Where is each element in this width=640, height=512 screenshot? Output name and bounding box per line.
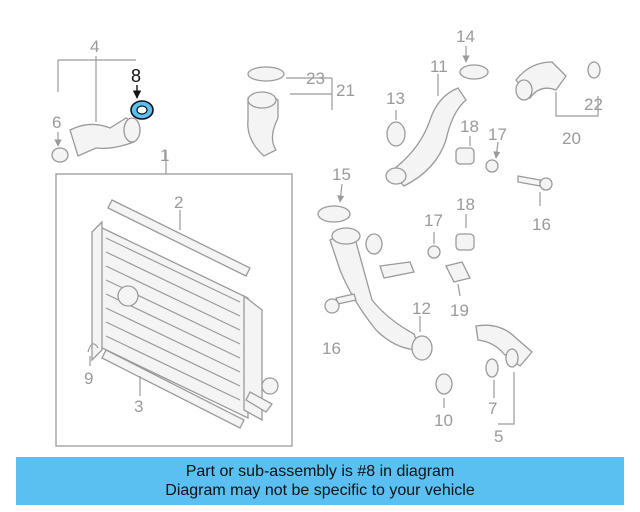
part-6-seal-ring <box>51 132 69 163</box>
callout-labels: 1 2 3 4 5 6 7 8 9 10 11 12 13 14 15 16 1… <box>52 27 603 446</box>
callout-16-lower: 16 <box>322 339 341 358</box>
part-9-clip <box>87 343 99 366</box>
callout-21: 21 <box>336 81 355 100</box>
part-14-clamp <box>459 46 489 80</box>
callout-13: 13 <box>386 89 405 108</box>
part-4-hose <box>57 56 141 157</box>
callout-14: 14 <box>456 27 475 46</box>
callout-12: 12 <box>412 299 431 318</box>
callout-4: 4 <box>90 37 99 56</box>
callout-5: 5 <box>494 427 503 446</box>
callout-22: 22 <box>584 95 603 114</box>
part-23-clamp <box>247 66 285 82</box>
callout-18-lower: 18 <box>456 195 475 214</box>
part-18-bushing-upper <box>455 136 475 165</box>
part-13-o-ring <box>386 110 406 147</box>
part-19-bracket <box>445 261 471 297</box>
part-20-hose-elbow <box>515 61 599 117</box>
callout-17-upper: 17 <box>488 125 507 144</box>
part-17-nut-upper <box>485 141 501 173</box>
callout-16-upper: 16 <box>532 215 551 234</box>
part-21-charge-hose <box>247 77 333 157</box>
callout-15: 15 <box>332 165 351 184</box>
part-18-bushing-lower <box>455 214 475 251</box>
callout-19: 19 <box>450 301 469 320</box>
callout-3: 3 <box>134 397 143 416</box>
part-17-nut-lower <box>427 232 441 259</box>
part-12-charge-pipe <box>329 227 433 361</box>
callout-17-lower: 17 <box>424 211 443 230</box>
part-16-bolt-upper <box>517 175 553 206</box>
parts-diagram: 1 2 3 4 5 6 7 8 9 10 11 12 13 14 15 16 1… <box>51 27 603 447</box>
part-22-o-ring <box>587 61 601 79</box>
intercooler-assembly-frame <box>55 150 293 447</box>
part-2-upper-seal-strip <box>107 199 251 277</box>
callout-1: 1 <box>160 146 169 165</box>
part-7-o-ring <box>485 358 499 398</box>
callout-11: 11 <box>430 57 448 76</box>
callout-18-upper: 18 <box>460 117 479 136</box>
part-10-o-ring <box>435 373 453 408</box>
callout-20: 20 <box>562 129 581 148</box>
part-16-bolt-lower <box>324 293 357 314</box>
callout-7: 7 <box>488 399 497 418</box>
callout-10: 10 <box>434 411 453 430</box>
part-5-hose <box>475 324 533 425</box>
banner-line-1: Part or sub-assembly is #8 in diagram <box>185 463 455 480</box>
callout-6: 6 <box>52 113 61 132</box>
part-8-seal-ring-highlighted <box>130 85 154 120</box>
part-3-lower-seal-strip <box>101 349 245 429</box>
callout-9: 9 <box>84 369 93 388</box>
info-banner: Part or sub-assembly is #8 in diagram Di… <box>16 457 624 505</box>
banner-line-2: Diagram may not be specific to your vehi… <box>165 482 475 499</box>
part-15-clamp <box>317 183 351 223</box>
callout-2: 2 <box>174 193 183 212</box>
intercooler-core <box>91 220 279 422</box>
callout-8-highlighted: 8 <box>131 66 141 86</box>
callout-23: 23 <box>306 69 325 88</box>
part-11-charge-pipe <box>385 74 467 187</box>
